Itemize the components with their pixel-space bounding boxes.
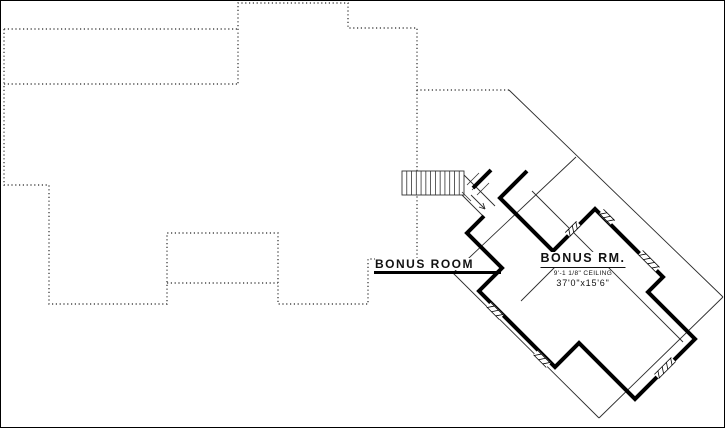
window-opening (654, 357, 676, 379)
room-dimensions-label: 37'0"x15'6" (556, 278, 610, 288)
window-hatch-tick (666, 362, 669, 370)
window-frame-line (654, 357, 672, 375)
window-hatch-tick (542, 362, 550, 365)
window-opening (638, 250, 660, 272)
window-frame-line (598, 213, 611, 226)
window-hatch-tick (568, 228, 571, 237)
ceiling-height-label: 9'-1 1/8" CEILING (553, 270, 613, 278)
window (533, 350, 551, 368)
window-hatch-tick (575, 221, 578, 230)
window-hatch-tick (538, 357, 546, 361)
bonus-room-leader-line (374, 271, 501, 274)
roof-edge-thin-line (520, 264, 558, 302)
window-frame-line (490, 302, 504, 316)
window-hatch-tick (643, 257, 651, 260)
stair-winder-tread (466, 172, 480, 186)
window (486, 302, 504, 320)
stair-winder-tread (461, 191, 472, 202)
roof-edge-thin-line (470, 194, 486, 210)
window-hatch-tick (603, 215, 611, 219)
window-frame-line (603, 208, 616, 221)
window-frame-line (537, 350, 551, 364)
window-frame-line (569, 225, 582, 238)
window-hatch-tick (606, 219, 615, 222)
window-frame-line (642, 250, 660, 268)
window (598, 208, 616, 226)
window-frame-line (564, 220, 577, 233)
window-frame-line (638, 254, 656, 272)
window (638, 250, 660, 272)
window-hatch-tick (657, 370, 660, 378)
roof-edge-thin-line (482, 202, 486, 210)
room-name-label: BONUS RM. (540, 252, 626, 268)
window-hatch-tick (661, 366, 664, 374)
window-hatch-tick (534, 353, 542, 356)
window-hatch-tick (670, 358, 673, 366)
window-hatch-tick (495, 314, 503, 317)
stair-winder-tread (476, 182, 490, 196)
roof-edge-thin-line (478, 206, 486, 210)
window-hatch-tick (487, 305, 495, 308)
window-hatch-tick (571, 225, 575, 233)
bonus-room-wall (471, 168, 493, 190)
window-frame-line (658, 361, 676, 379)
window-hatch-tick (651, 266, 659, 269)
window-hatch-tick (639, 253, 647, 256)
window (654, 357, 676, 379)
roofline-dotted-outline (237, 2, 509, 91)
staircase (401, 170, 490, 202)
roof-edge-thin-line (452, 272, 600, 419)
window-hatch-tick (647, 262, 655, 265)
window-hatch-tick (491, 309, 499, 313)
window (564, 220, 582, 238)
roof-edge-thin-line (462, 173, 496, 207)
window-frame-line (486, 306, 500, 320)
window-frame-line (533, 354, 547, 368)
window-hatch-tick (599, 212, 608, 215)
bonus-room-callout-label: BONUS ROOM (375, 257, 474, 271)
roof-edge-thin-line (508, 89, 724, 298)
staircase-outline (401, 170, 465, 196)
roof-edge-thin-line (598, 296, 724, 419)
